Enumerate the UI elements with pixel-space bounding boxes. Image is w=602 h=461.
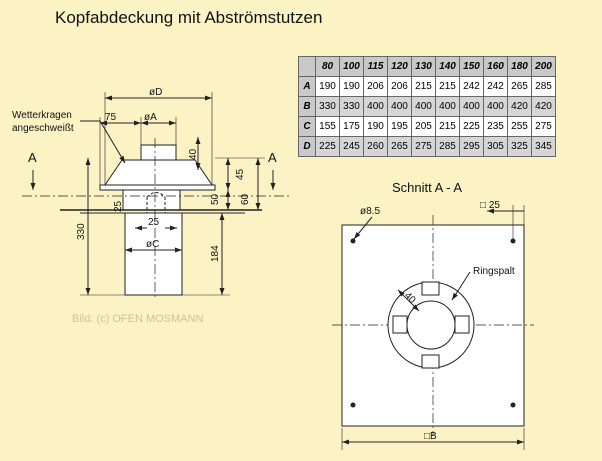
mounting-hole [350,402,356,408]
label-330: 330 [76,223,87,240]
collar-plate [99,184,216,191]
table-row: D 225 245 260 265 275 285 295 305 325 34… [298,136,556,157]
table-cell: 400 [435,96,460,117]
table-row: B 330 330 400 400 400 400 400 400 420 42… [298,96,556,117]
table-cell: 175 [339,116,364,137]
label-50: 50 [210,193,221,205]
page-title: Kopfabdeckung mit Abströmstutzen [55,8,323,27]
column-header: 80 [315,56,340,77]
row-label: B [298,96,316,117]
label-ringspalt: Ringspalt [473,266,515,277]
dim-line-40-diagonal [397,289,420,312]
watermark: Bild: (c) OFEN MOSMANN [72,313,204,325]
label-60: 60 [240,193,251,205]
label-hole-diameter: ø8.5 [360,206,380,217]
table-cell: 400 [387,96,412,117]
column-header: 180 [507,56,532,77]
table-cell: 190 [339,76,364,97]
table-cell: 275 [531,116,556,137]
table-cell: 275 [411,136,436,157]
table-row: C 155 175 190 195 205 215 225 235 255 27… [298,116,556,137]
table-cell: 215 [411,76,436,97]
table-cell: 225 [459,116,484,137]
label-184: 184 [210,245,221,262]
table-cell: 242 [483,76,508,97]
spacer-right [454,315,470,334]
table-row: A 190 190 206 206 215 215 242 242 265 28… [298,76,556,97]
column-header: 140 [435,56,460,77]
conical-cap [104,159,213,186]
table-cell: 295 [459,136,484,157]
label-square-25: □ 25 [480,200,500,211]
label-angeschweisst: angeschweißt [12,123,74,134]
column-header: 150 [459,56,484,77]
table-corner-cell [298,56,316,77]
table-cell: 400 [459,96,484,117]
table-cell: 215 [435,116,460,137]
top-pipe [140,144,177,161]
table-cell: 242 [459,76,484,97]
label-45: 45 [235,168,246,180]
table-cell: 206 [387,76,412,97]
table-cell: 190 [315,76,340,97]
table-cell: 325 [507,136,532,157]
table-cell: 265 [387,136,412,157]
section-view [332,205,534,450]
section-mark-left: A [28,150,37,165]
label-25-bottom: 25 [148,217,160,228]
leader-hole [353,216,373,240]
label-oA: øA [144,112,157,123]
row-label: C [298,116,316,137]
section-mark-right: A [268,150,277,165]
spacer-left [392,315,408,334]
mounting-hole [510,402,516,408]
column-header: 200 [531,56,556,77]
section-title: Schnitt A - A [392,180,463,195]
table-cell: 420 [531,96,556,117]
side-view [22,92,290,300]
table-cell: 330 [315,96,340,117]
spacer-bottom [421,354,440,369]
table-cell: 285 [435,136,460,157]
table-cell: 245 [339,136,364,157]
column-header: 130 [411,56,436,77]
label-wetterkragen: Wetterkragen [12,110,72,121]
label-25-top: 25 [113,200,124,212]
dimensions-table: 80 100 115 120 130 140 150 160 180 200 A… [298,56,556,157]
row-label: D [298,136,316,157]
inner-tube [122,189,181,211]
table-cell: 235 [483,116,508,137]
column-header: 120 [387,56,412,77]
spacer-top [421,281,440,296]
row-label: A [298,76,316,97]
table-header-row: 80 100 115 120 130 140 150 160 180 200 [298,56,556,77]
mounting-hole [350,238,356,244]
leader-wetterkragen [80,120,126,164]
table-cell: 155 [315,116,340,137]
table-cell: 260 [363,136,388,157]
table-cell: 265 [507,76,532,97]
table-cell: 345 [531,136,556,157]
side-view-labels: Wetterkragen angeschweißt øD 75 øA 40 45… [12,87,277,262]
table-cell: 305 [483,136,508,157]
label-40: 40 [188,148,199,160]
mounting-hole [510,238,516,244]
label-oC: øC [146,239,159,250]
table-cell: 225 [315,136,340,157]
label-75: 75 [105,112,117,123]
label-oD: øD [149,87,162,98]
label-B: □B [424,431,437,442]
leader-ringspalt [451,271,471,301]
